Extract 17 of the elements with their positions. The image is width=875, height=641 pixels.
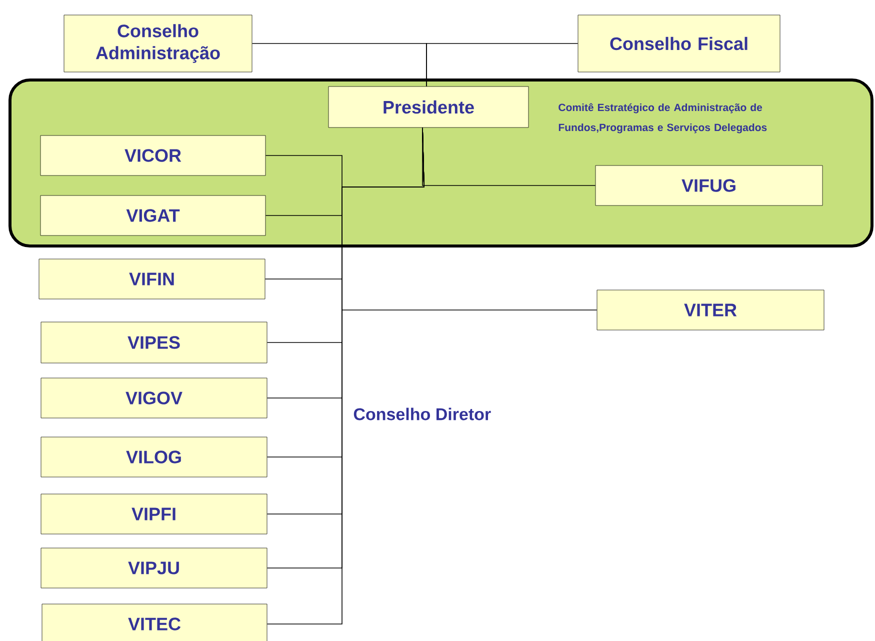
org-box: VITEC [42, 604, 268, 641]
org-box: VILOG [40, 436, 268, 478]
org-box: VIFIN [38, 258, 266, 300]
connector-line [426, 43, 578, 87]
org-box: VITER [596, 290, 824, 330]
org-box: Conselho Fiscal [578, 14, 780, 72]
org-box: VIGAT [40, 195, 266, 236]
org-box: VIPJU [40, 548, 268, 588]
org-box: VIPES [40, 322, 268, 364]
org-box: Conselho Administração [64, 14, 252, 72]
org-box: Presidente [328, 86, 529, 128]
org-box: VIGOV [40, 378, 268, 418]
org-box: VIPFI [40, 494, 268, 534]
panel-heading: Comitê Estratégico de Administração de Fundos,Programas e Serviços Delegados [558, 103, 767, 134]
org-box: VICOR [40, 135, 266, 176]
org-box: VIFUG [595, 165, 823, 206]
group-label: Conselho Diretor [354, 408, 491, 420]
